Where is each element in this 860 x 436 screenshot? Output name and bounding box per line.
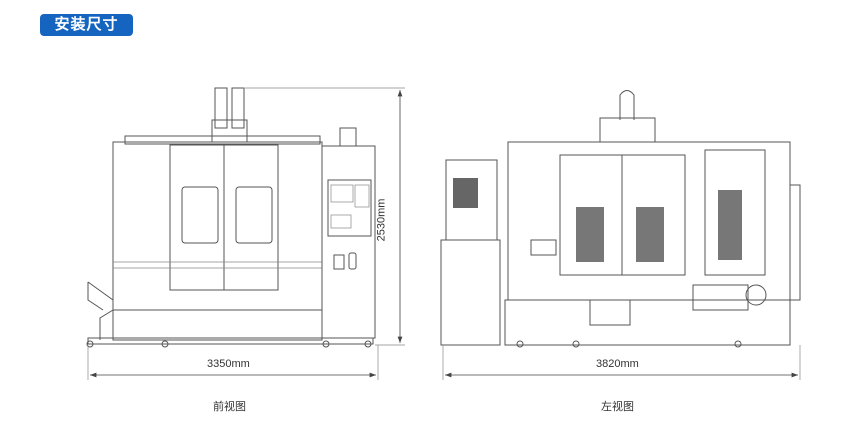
dimension-lines [87,87,801,380]
front-width-label: 3350mm [207,358,250,370]
section-title-badge: 安装尺寸 [40,14,133,36]
front-height-label: 2530mm [375,198,388,242]
front-view-caption: 前视图 [213,401,246,413]
side-width-label: 3820mm [596,358,639,370]
front-view-drawing [86,87,376,348]
side-view-caption: 左视图 [601,401,634,413]
side-view-drawing [440,90,801,348]
